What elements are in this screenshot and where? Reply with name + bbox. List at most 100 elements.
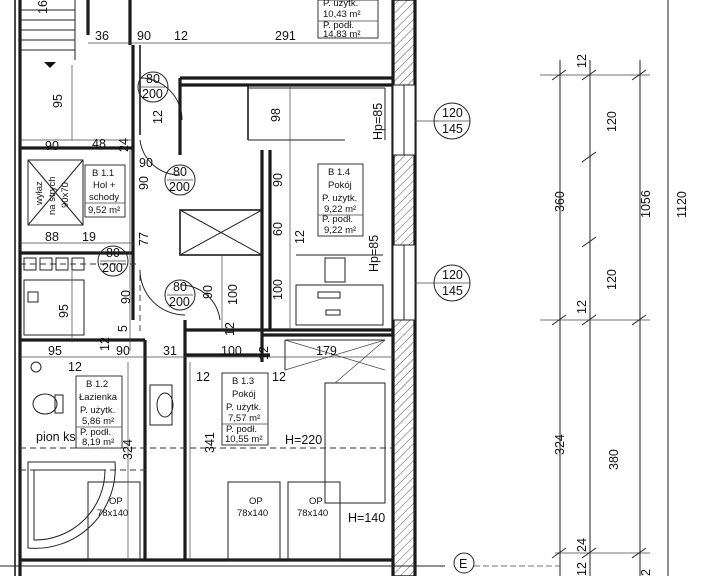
pion-label: pion ks	[36, 430, 76, 444]
dim-90d: 90	[137, 176, 151, 190]
room-b11-id: B 1.1	[92, 168, 114, 179]
room-b14-floor-label: P. podł.	[322, 214, 353, 225]
right-dim-324: 324	[553, 434, 567, 455]
door-3-height: 200	[102, 261, 123, 275]
right-dim-360: 360	[553, 191, 567, 212]
skylight-size-1: 78x140	[97, 508, 128, 519]
skylight-size-2: 78x140	[237, 508, 268, 519]
dim-12c: 12	[293, 230, 307, 244]
pion-symbol	[30, 361, 42, 373]
room-b14-id: B 1.4	[328, 167, 350, 178]
room-b14: B 1.4 Pokój P. użytk. 9,22 m² P. podł. 9…	[317, 163, 364, 237]
dim-341: 341	[203, 432, 217, 453]
top-area-useful-value: 10,43 m²	[323, 9, 361, 20]
hatch-label: wyłaz na strych 90x70	[34, 176, 71, 215]
window-1-height: 145	[442, 122, 463, 136]
room-b11-area: 9,52 m²	[88, 205, 120, 216]
window-tags: 120 145 120 145	[415, 102, 471, 302]
dim-100a: 100	[226, 284, 240, 305]
dim-h140: H=140	[348, 511, 385, 525]
right-dim-380: 380	[607, 449, 621, 470]
room-b12-name: Łazienka	[79, 392, 118, 403]
dim-95c: 95	[48, 344, 62, 358]
dim-88: 88	[45, 230, 59, 244]
right-dim-120a: 120	[605, 111, 619, 132]
room-b12-floor-value: 8,19 m²	[82, 437, 114, 448]
right-dim-12c: 12	[575, 562, 589, 576]
dim-95a: 95	[51, 94, 65, 108]
dim-12e: 12	[223, 322, 237, 336]
dim-291: 291	[275, 29, 296, 43]
dim-12g: 12	[68, 360, 82, 374]
dim-12b: 12	[151, 110, 165, 124]
room-b12-useful-value: 5,86 m²	[82, 416, 114, 427]
dim-19: 19	[82, 230, 96, 244]
room-b12: B 1.2 Łazienka P. użytk. 5,86 m² P. podł…	[75, 375, 123, 449]
dim-90f: 90	[116, 344, 130, 358]
axis-label: E	[459, 557, 467, 571]
walls	[0, 0, 445, 576]
top-area-info: P. użytk. 10,43 m² P. podł. 14,83 m² 16x	[36, 0, 379, 40]
right-dim-1056: 1056	[639, 190, 653, 218]
dim-hp85-2: Hp=85	[367, 235, 381, 272]
skylight-op-3: OP	[309, 496, 323, 507]
dim-24: 24	[117, 138, 131, 152]
room-b14-useful-label: P. użytk.	[322, 193, 357, 204]
room-b13-floor-value: 10,55 m²	[225, 434, 263, 445]
dim-hp85-1: Hp=85	[371, 103, 385, 140]
room-b11-name1: Hol +	[93, 180, 116, 191]
dim-12a: 12	[174, 29, 188, 43]
dim-12i: 12	[272, 370, 286, 384]
skylights: OP 78x140 OP 78x140 OP 78x140	[87, 481, 341, 561]
dim-12f: 12	[257, 346, 271, 360]
dim-98: 98	[269, 108, 283, 122]
top-area-floor-label: P. podł.	[323, 20, 354, 31]
right-dim-24: 24	[575, 538, 589, 552]
room-b11-name2: schody	[89, 192, 119, 203]
room-b13-name: Pokój	[232, 389, 256, 400]
dim-95b: 95	[57, 304, 71, 318]
stairs-count: 16x	[36, 0, 50, 14]
window-2-height: 145	[442, 284, 463, 298]
right-dim-2: 2	[639, 569, 653, 576]
room-b13-id: B 1.3	[232, 376, 254, 387]
right-dim-1120: 1120	[675, 191, 689, 218]
dimension-labels: 36 90 12 291 95 12 98 90 48 24 90 90 90 …	[45, 29, 385, 525]
door-1-width: 80	[146, 72, 160, 86]
right-dim-12a: 12	[575, 54, 589, 68]
door-3-width: 80	[106, 246, 120, 260]
axis-marker-e: E	[453, 552, 560, 574]
window-2-width: 120	[442, 268, 463, 282]
dim-324-left: 324	[121, 439, 135, 460]
hatch-label-2: na strych	[47, 176, 58, 215]
room-b12-id: B 1.2	[86, 379, 108, 390]
right-dim-12b: 12	[575, 300, 589, 314]
dim-100c: 100	[221, 344, 242, 358]
right-dimension-chain: 12 120 360 120 1056 1120 12 324 380 24 1…	[540, 0, 689, 576]
dim-36: 36	[95, 29, 109, 43]
top-area-useful-label: P. użytk.	[323, 0, 358, 9]
skylight-op-2: OP	[249, 496, 263, 507]
dimension-lines	[20, 42, 393, 560]
top-area-floor-value: 14,83 m²	[323, 29, 361, 40]
door-4-height: 200	[169, 295, 190, 309]
door-1-height: 200	[142, 87, 163, 101]
dim-12d: 12	[98, 337, 112, 351]
window-1-width: 120	[442, 106, 463, 120]
dim-31: 31	[163, 344, 177, 358]
room-b12-floor-label: P. podł.	[80, 427, 111, 438]
dim-60: 60	[271, 222, 285, 236]
room-b14-floor-value: 9,22 m²	[324, 225, 356, 236]
hatch-label-1: wyłaz	[34, 181, 45, 206]
dim-90c: 90	[139, 156, 153, 170]
dim-90-void: 90	[201, 285, 215, 299]
skylight-op-1: OP	[109, 496, 123, 507]
stairs	[20, 0, 76, 68]
dim-48: 48	[92, 137, 106, 151]
right-dim-120b: 120	[605, 269, 619, 290]
skylight-size-3: 78x140	[297, 508, 328, 519]
room-b14-useful-value: 9,22 m²	[324, 204, 356, 215]
room-b13-useful-value: 7,57 m²	[228, 413, 260, 424]
dim-12h: 12	[196, 370, 210, 384]
